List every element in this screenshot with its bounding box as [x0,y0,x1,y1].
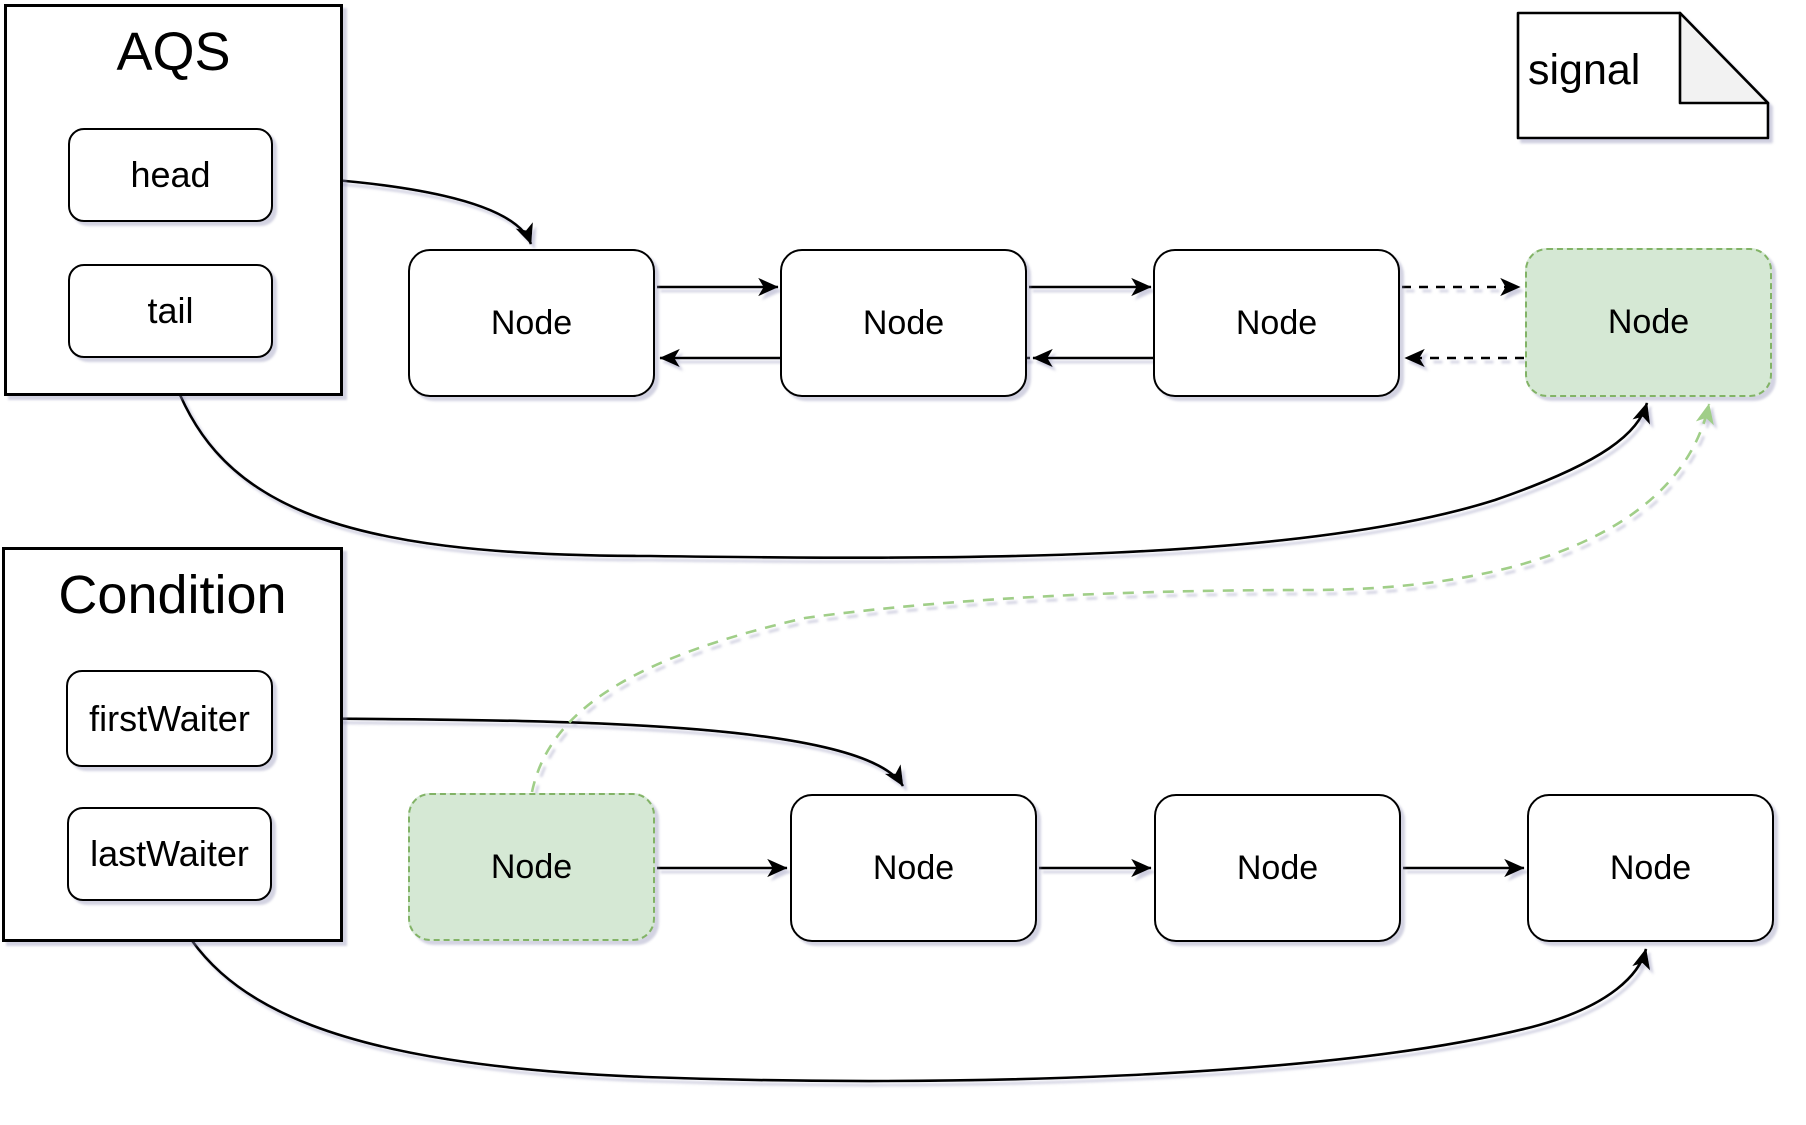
signal-note-label: signal [1528,46,1641,94]
sync-node-4-label: Node [1607,303,1690,341]
tail-field-label: tail [147,290,194,331]
wait-node-3-label: Node [1236,848,1319,887]
firstwaiter-field-label: firstWaiter [89,697,250,739]
sync-node-2: Node [780,249,1027,397]
wait-node-1-label: Node [490,847,573,886]
lastwaiter-field-label: lastWaiter [90,833,249,874]
signal-note-fold-icon [1678,11,1770,105]
wait-node-4-label: Node [1609,848,1692,887]
sync-node-4-highlighted: Node [1525,248,1772,397]
sync-node-3: Node [1153,249,1400,397]
lastwaiter-field: lastWaiter [67,807,272,901]
wait-node-4: Node [1527,794,1774,942]
sync-node-1: Node [408,249,655,397]
firstwaiter-arrow [273,716,905,787]
sync-node-2-label: Node [862,303,945,342]
signal-transfer-arrow [530,403,1714,793]
wait-node-1-highlighted: Node [408,793,655,941]
aqs-title: AQS [116,22,231,82]
sync-node-1-label: Node [490,303,573,342]
sync-node-3-label: Node [1235,303,1318,342]
wait-node-3: Node [1154,794,1401,942]
head-field: head [68,128,273,222]
head-field-label: head [130,154,211,195]
condition-title: Condition [58,565,287,625]
firstwaiter-field: firstWaiter [66,670,273,767]
tail-field: tail [68,264,273,358]
wait-node-2: Node [790,794,1037,942]
wait-node-2-label: Node [872,848,955,887]
